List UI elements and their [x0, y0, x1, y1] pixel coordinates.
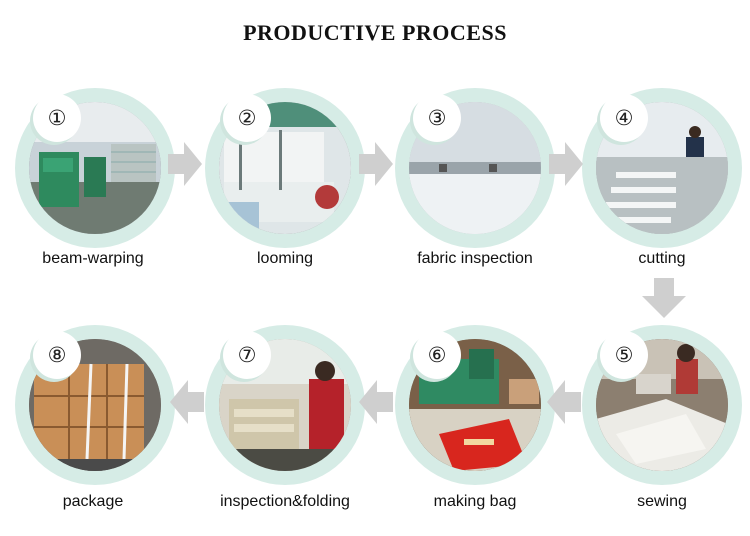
step-package: ⑧	[15, 325, 175, 485]
step-number-badge: ⑤	[600, 331, 648, 379]
step-inspection-folding: ⑦	[205, 325, 365, 485]
step-cutting: ④	[582, 88, 742, 248]
step-number-badge: ⑧	[33, 331, 81, 379]
step-looming: ②	[205, 88, 365, 248]
arrow-left-icon	[547, 380, 581, 424]
step-label: inspection&folding	[185, 493, 385, 511]
arrow-left-icon	[170, 380, 204, 424]
step-number-badge: ③	[413, 94, 461, 142]
step-making-bag: ⑥	[395, 325, 555, 485]
step-label: making bag	[375, 493, 575, 511]
step-label: cutting	[562, 250, 750, 268]
step-label: package	[0, 493, 193, 511]
step-sewing: ⑤	[582, 325, 742, 485]
step-number-badge: ①	[33, 94, 81, 142]
arrow-right-icon	[549, 142, 583, 186]
arrow-right-icon	[359, 142, 393, 186]
step-label: sewing	[562, 493, 750, 511]
step-number-badge: ④	[600, 94, 648, 142]
step-label: fabric inspection	[375, 250, 575, 268]
step-number-badge: ⑦	[223, 331, 271, 379]
step-fabric-inspection: ③	[395, 88, 555, 248]
step-label: looming	[185, 250, 385, 268]
page-title: PRODUCTIVE PROCESS	[0, 20, 750, 46]
arrow-down-icon	[642, 278, 686, 318]
step-label: beam-warping	[0, 250, 193, 268]
step-number-badge: ⑥	[413, 331, 461, 379]
step-number-badge: ②	[223, 94, 271, 142]
arrow-right-icon	[168, 142, 202, 186]
arrow-left-icon	[359, 380, 393, 424]
step-beam-warping: ①	[15, 88, 175, 248]
